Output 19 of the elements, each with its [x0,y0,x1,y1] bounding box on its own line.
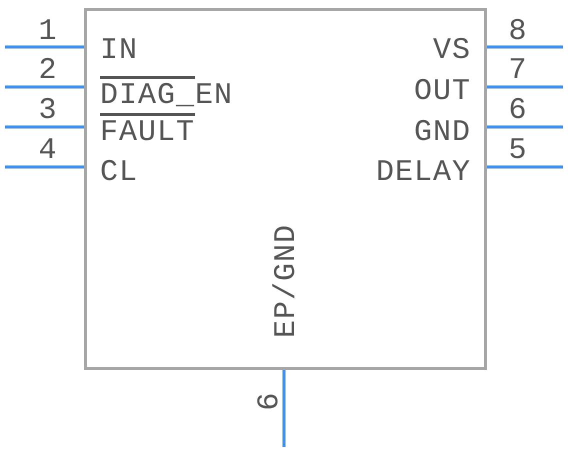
pin-label: OUT [414,77,472,107]
pin-label: DIAG_EN [100,81,234,111]
pin-number: 8 [508,17,528,47]
pin-number: 6 [508,96,528,126]
pin-label: CL [100,158,138,188]
pin-number: 9 [249,392,279,412]
pin-number: 2 [38,56,58,86]
pin-label: IN [100,36,138,66]
pin-label: EP/GND [272,224,302,338]
pin-number: 5 [508,136,528,166]
pin-number: 1 [38,17,58,47]
pin-label: GND [414,118,472,148]
pin-label: VS [433,36,472,66]
pin-number: 3 [38,96,58,126]
pin-number: 4 [38,136,58,166]
pin-number: 7 [508,56,528,86]
pin-label: DELAY [376,158,472,188]
ic-body [84,8,487,370]
pin-label: FAULT [100,118,196,148]
